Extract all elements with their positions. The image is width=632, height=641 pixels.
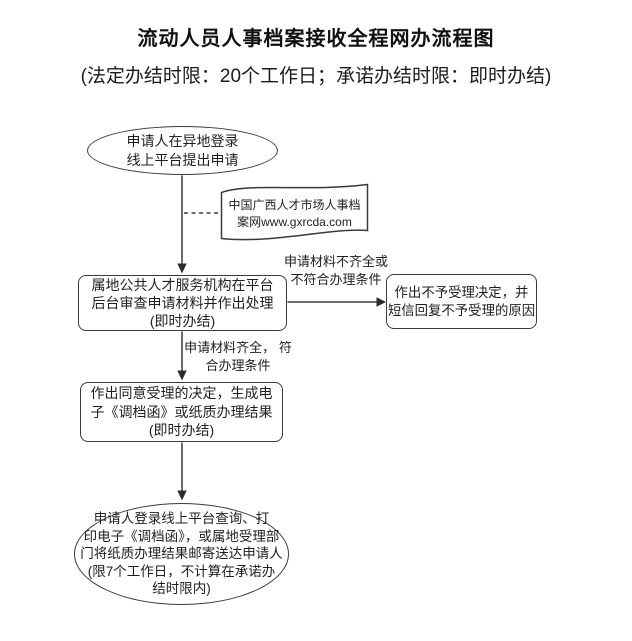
process-box-review-materials: 属地公共人才服务机构在平台 后台审查申请材料并作出处理 (即时办结) — [78, 275, 287, 331]
accept-label-line: 申请材料齐全， — [184, 340, 276, 355]
arrowhead-down-3 — [177, 490, 187, 501]
review-box-line: 属地公共人才服务机构在平台 — [91, 277, 274, 293]
page-title: 流动人员人事档案接收全程网办流程图 — [137, 28, 495, 50]
process-box-reject-decision: 作出不予受理决定，并 短信回复不予受理的原因 — [386, 274, 537, 329]
end-ellipse-line: 结时限内) — [152, 581, 211, 597]
end-ellipse-line: (限7个工作日，不计算在承诺办 — [87, 563, 276, 579]
review-box-line: 后台审查申请材料并作出处理 — [91, 295, 274, 311]
end-ellipse-query-and-delivery: 申请人登录线上平台查询、打 印电子《调档函》，或属地受理部 门将纸质办理结果邮寄… — [74, 503, 289, 605]
reject-box-line: 短信回复不予受理的原因 — [387, 302, 536, 318]
page-subtitle: (法定办结时限：20个工作日；承诺办结时限：即时办结) — [80, 66, 552, 87]
start-ellipse-apply-online: 申请人在异地登录 线上平台提出申请 — [87, 126, 278, 175]
review-box-line: (即时办结) — [149, 313, 216, 329]
reject-label-line: 申请材料不齐全或 — [283, 254, 388, 269]
branch-label-complete-materials: 申请材料齐全， 符合办理条件 — [182, 339, 294, 374]
branch-label-incomplete-materials: 申请材料不齐全或 不符合办理条件 — [281, 253, 391, 288]
accept-box-line: 作出同意受理的决定，生成电 — [90, 385, 273, 402]
reject-box-line: 作出不予受理决定，并 — [394, 284, 529, 300]
accept-box-line: (即时办结) — [148, 422, 215, 439]
website-note-line: 案网www.gxrcda.com — [237, 214, 352, 229]
accept-label-line: 符合办理条件 — [205, 340, 292, 373]
end-ellipse-line: 申请人登录线上平台查询、打 — [93, 511, 270, 527]
arrowhead-down-1 — [177, 263, 187, 274]
end-ellipse-line: 门将纸质办理结果邮寄送达申请人 — [80, 546, 283, 562]
arrowhead-right-1 — [376, 297, 386, 307]
website-note-line: 中国广西人才市场人事档 — [228, 198, 361, 212]
website-note: 中国广西人才市场人事档 案网www.gxrcda.com — [224, 197, 365, 230]
end-ellipse-line: 印电子《调档函》，或属地受理部 — [83, 528, 280, 544]
reject-label-line: 不符合办理条件 — [290, 271, 382, 287]
start-ellipse-line: 申请人在异地登录 — [126, 132, 239, 149]
process-box-accept-decision: 作出同意受理的决定，生成电 子《调档函》或纸质办理结果 (即时办结) — [80, 382, 283, 442]
start-ellipse-line: 线上平台提出申请 — [126, 151, 239, 168]
accept-box-line: 子《调档函》或纸质办理结果 — [90, 403, 273, 420]
